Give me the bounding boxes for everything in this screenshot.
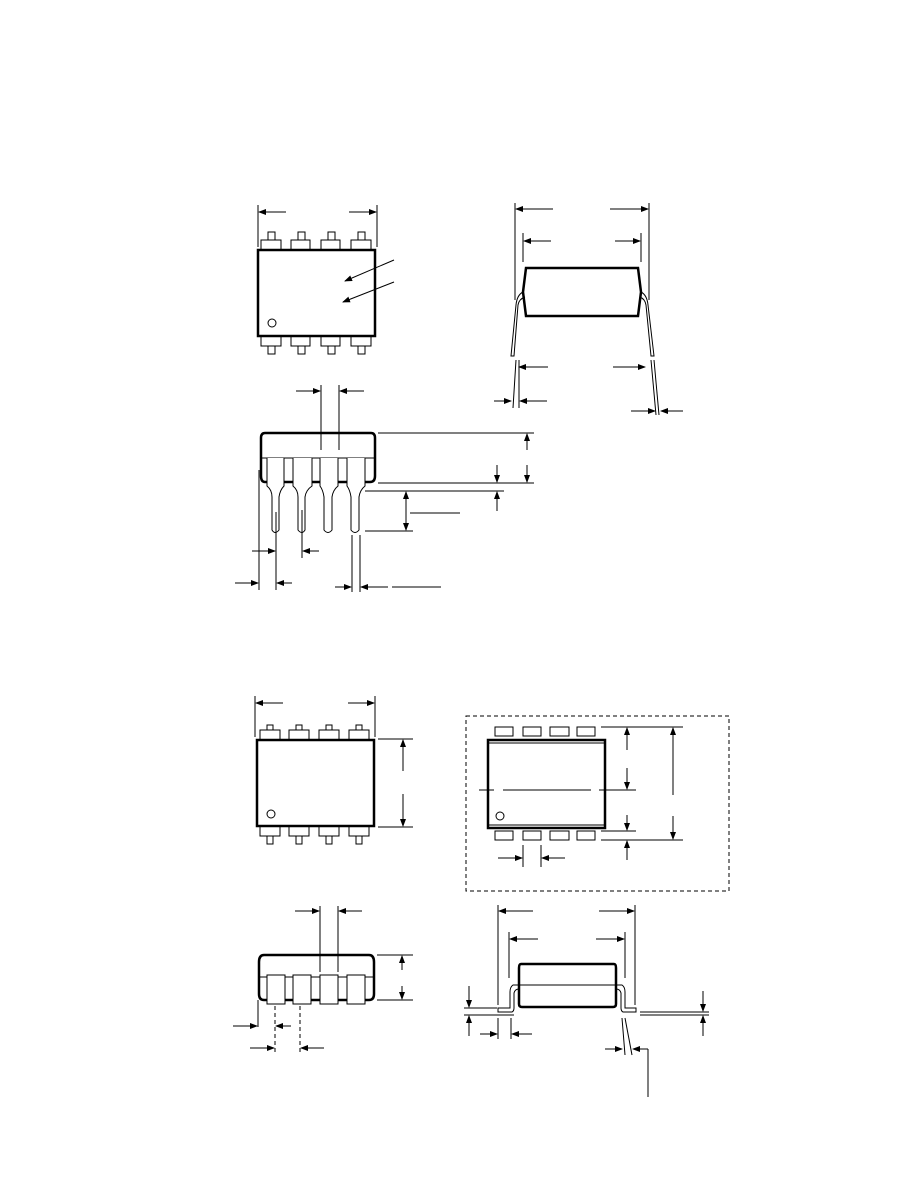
- dimension-lines: [479, 726, 683, 867]
- dimension-lines: [254, 696, 413, 828]
- dip-side-body: [521, 266, 643, 318]
- footprint-body: [486, 738, 607, 830]
- smd-side-view: [464, 905, 709, 1097]
- pin1-marker: [495, 811, 505, 821]
- dimension-lines: [494, 203, 683, 414]
- smd-top-pins: [259, 724, 370, 845]
- smd-end-view: [233, 906, 413, 1055]
- dip-end-body: [259, 431, 377, 484]
- dip-end-leads: [266, 458, 366, 533]
- footprint-boundary: [465, 715, 730, 892]
- pin1-marker: [266, 809, 276, 819]
- dimension-lines: [257, 205, 395, 303]
- dip-side-leads: [510, 291, 660, 416]
- smd-top-view: [254, 696, 413, 845]
- dimension-lines: [233, 906, 413, 1055]
- dimension-lines: [235, 385, 534, 592]
- dip-top-view: [256, 205, 395, 355]
- smd-footprint: [465, 715, 730, 892]
- footprint-pads: [494, 726, 596, 841]
- dip-side-view: [494, 203, 683, 416]
- dip-end-view: [235, 385, 534, 592]
- smd-end-leads: [266, 974, 366, 1005]
- dip-body: [256, 248, 377, 338]
- dimension-lines: [464, 905, 709, 1097]
- smd-body: [255, 738, 376, 828]
- pin1-marker: [267, 318, 277, 328]
- smd-side-body: [517, 962, 618, 1009]
- smd-side-leads: [497, 984, 637, 1013]
- smd-end-body: [257, 953, 376, 1002]
